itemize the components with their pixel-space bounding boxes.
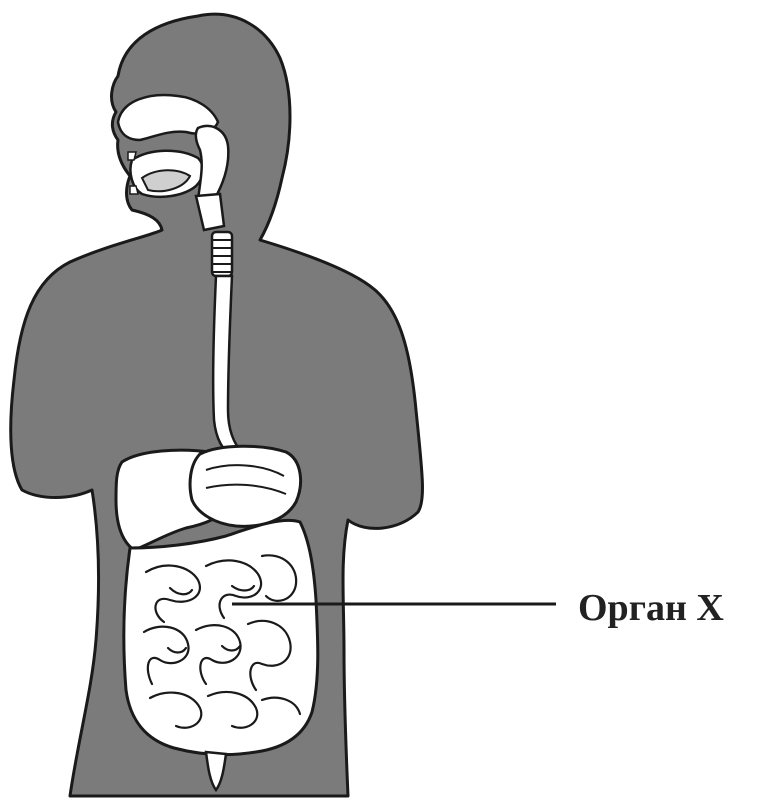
stomach: [190, 446, 301, 526]
organ-x-label: Орган X: [578, 587, 724, 629]
trachea: [212, 232, 232, 276]
